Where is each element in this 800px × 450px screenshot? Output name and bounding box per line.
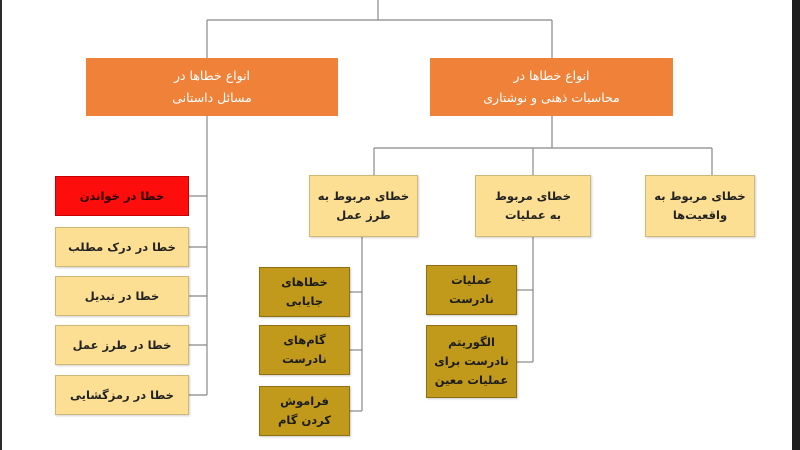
procedure-child-placement-errors: خطاهای جایابی (259, 267, 350, 317)
left-item-process-skill-error: خطا در طرز عمل (55, 325, 189, 365)
left-item-reading-error: خطا در خواندن (55, 176, 189, 216)
left-branch-title: انواع خطاها در مسائل داستانی (86, 58, 338, 116)
right-branch-title: انواع خطاها در محاسبات ذهنی و نوشتاری (430, 58, 673, 116)
left-item-encoding-error: خطا در رمزگشایی (55, 375, 189, 415)
operations-child-wrong-algorithm: الگوریتم نادرست برای عملیات معین (426, 325, 517, 398)
category-procedure: خطای مربوط به طرز عمل (309, 175, 418, 237)
category-operations: خطای مربوط به عملیات (475, 175, 591, 237)
left-frame-border (0, 0, 2, 450)
right-frame-border (792, 0, 800, 450)
category-facts: خطای مربوط به واقعیت‌ها (645, 175, 755, 237)
operations-child-wrong-operation: عملیات نادرست (426, 265, 517, 315)
procedure-child-forgotten-step: فراموش کردن گام (259, 386, 350, 436)
left-item-transformation-error: خطا در تبدیل (55, 276, 189, 316)
procedure-child-wrong-steps: گام‌های نادرست (259, 325, 350, 375)
left-item-comprehension-error: خطا در درک مطلب (55, 227, 189, 267)
